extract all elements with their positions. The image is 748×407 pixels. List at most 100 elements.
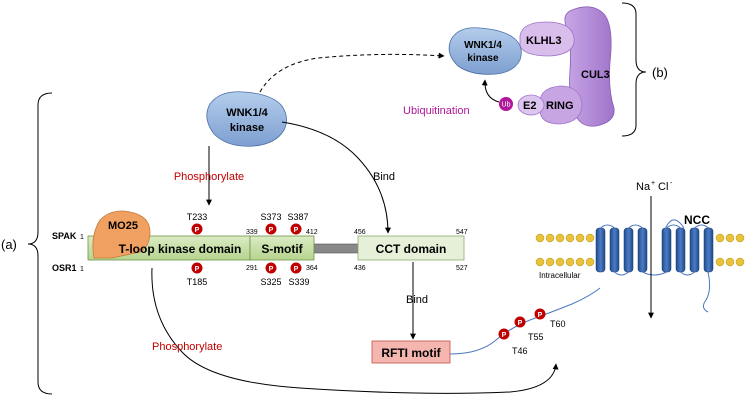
helix-connecting-loop bbox=[680, 271, 695, 276]
site-s325: S325 bbox=[260, 277, 281, 287]
panel-a-bracket bbox=[27, 92, 53, 395]
transmembrane-helix bbox=[637, 227, 648, 273]
lipid-head bbox=[555, 233, 565, 243]
p-badge-t60 bbox=[534, 308, 546, 320]
spak-n456: 456 bbox=[354, 229, 366, 236]
p-text-t60: P bbox=[538, 312, 543, 319]
p-badge-s339 bbox=[290, 262, 302, 274]
panel-b-bracket bbox=[621, 2, 647, 137]
cl-superscript: - bbox=[670, 180, 673, 187]
p-text-s325: P bbox=[269, 266, 274, 273]
mo25-shape bbox=[92, 210, 151, 259]
smotif-domain bbox=[249, 235, 315, 261]
ncc-c-terminal-tail bbox=[702, 271, 711, 313]
lipid-head bbox=[575, 233, 585, 243]
ub-label: Ub bbox=[502, 102, 511, 109]
p-text-s387: P bbox=[294, 227, 299, 234]
spak-n412: 412 bbox=[306, 229, 318, 236]
wnk-main-line1: WNK1/4 bbox=[226, 107, 268, 119]
site-t60: T60 bbox=[550, 319, 566, 329]
spak-n547: 547 bbox=[456, 229, 468, 236]
wnk-main-line2: kinase bbox=[230, 122, 264, 134]
lipid-head bbox=[575, 257, 585, 267]
wnk-recruitment-arrow bbox=[259, 52, 445, 93]
wnk-b-line2: kinase bbox=[467, 53, 499, 64]
site-s373: S373 bbox=[260, 212, 281, 222]
lipid-head bbox=[545, 233, 555, 243]
rfti-label: RFTI motif bbox=[381, 346, 441, 360]
smotif-label: S-motif bbox=[261, 242, 303, 256]
phosphorylate-bottom-label: Phosphorylate bbox=[152, 341, 222, 353]
tloop-label: T-loop kinase domain bbox=[119, 242, 242, 256]
osr1-label: OSR1 bbox=[52, 263, 77, 273]
lipid-head bbox=[535, 257, 545, 267]
lipid-head bbox=[555, 257, 565, 267]
site-s339: S339 bbox=[288, 277, 309, 287]
p-badge-t185 bbox=[191, 262, 203, 274]
ubiquitin-transfer-arrow bbox=[481, 79, 500, 103]
cct-label: CCT domain bbox=[376, 242, 447, 256]
p-text-s339: P bbox=[294, 266, 299, 273]
lipid-head bbox=[735, 257, 745, 267]
helix-connecting-loop bbox=[666, 224, 681, 229]
ncc-extracellular-loop bbox=[663, 219, 685, 233]
helix-connecting-loop bbox=[642, 271, 667, 276]
lipid-head bbox=[715, 257, 725, 267]
p-text-s373: P bbox=[269, 227, 274, 234]
p-text-t185: P bbox=[195, 266, 200, 273]
mo25-label: MO25 bbox=[108, 220, 138, 232]
lipid-head bbox=[565, 257, 575, 267]
osr1-n364: 364 bbox=[306, 265, 318, 272]
osr1-n527: 527 bbox=[456, 265, 468, 272]
ub-badge bbox=[499, 97, 513, 111]
site-s387: S387 bbox=[287, 212, 308, 222]
bind-arrow-top bbox=[281, 121, 391, 234]
site-t233: T233 bbox=[187, 212, 208, 222]
helix-connecting-loop bbox=[614, 271, 629, 276]
p-badge-t46 bbox=[498, 328, 510, 340]
lipid-head bbox=[715, 233, 725, 243]
transmembrane-helix bbox=[595, 227, 606, 273]
lipid-head bbox=[735, 233, 745, 243]
lipid-head bbox=[535, 233, 545, 243]
na-superscript: + bbox=[651, 180, 655, 187]
ncc-label: NCC bbox=[684, 213, 710, 227]
lipid-head bbox=[725, 233, 735, 243]
intracellular-label: Intracellular bbox=[539, 271, 581, 280]
na-label: Na bbox=[636, 181, 651, 193]
p-text-t55: P bbox=[518, 320, 523, 327]
transmembrane-helix bbox=[661, 227, 672, 273]
p-badge-t233 bbox=[191, 223, 203, 235]
klhl3-label: KLHL3 bbox=[526, 35, 561, 47]
p-badge-s387 bbox=[290, 223, 302, 235]
p-badge-s325 bbox=[265, 262, 277, 274]
transmembrane-helix bbox=[689, 227, 700, 273]
linker-bar bbox=[313, 243, 359, 254]
ncc-transmembrane-helices bbox=[595, 224, 714, 276]
phosphorylate-top-label: Phosphorylate bbox=[174, 171, 244, 183]
transmembrane-helix bbox=[609, 227, 620, 273]
e2-label: E2 bbox=[523, 100, 536, 112]
ring-shape bbox=[539, 85, 583, 125]
site-t46: T46 bbox=[512, 346, 528, 356]
wnk-b-line1: WNK1/4 bbox=[464, 40, 502, 51]
wnk-b-shape bbox=[448, 27, 522, 75]
helix-connecting-loop bbox=[628, 224, 643, 229]
p-text-t233: P bbox=[195, 227, 200, 234]
p-text-t46: P bbox=[502, 332, 507, 339]
klhl3-shape bbox=[519, 21, 575, 57]
site-t185: T185 bbox=[187, 277, 208, 287]
transmembrane-helix bbox=[623, 227, 634, 273]
osr1-n1: 1 bbox=[80, 266, 84, 273]
lipid-head bbox=[565, 233, 575, 243]
panel-a-label: (a) bbox=[1, 237, 17, 252]
phosphorylate-arrow-bottom bbox=[151, 267, 559, 394]
lipid-head bbox=[585, 257, 595, 267]
spak-n339: 339 bbox=[246, 229, 258, 236]
cell-membrane bbox=[535, 233, 745, 267]
site-t55: T55 bbox=[528, 332, 544, 342]
bind-bottom-label: Bind bbox=[406, 294, 428, 306]
helix-connecting-loop bbox=[600, 224, 615, 229]
cl-label: Cl bbox=[658, 181, 668, 193]
